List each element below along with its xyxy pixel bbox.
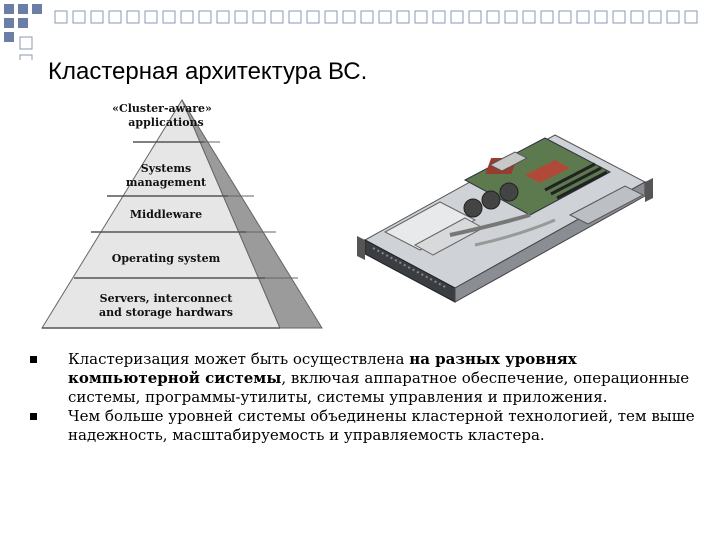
- list-item: Чем больше уровней системы объединены кл…: [28, 407, 708, 445]
- bullet-text: Чем больше уровней системы объединены кл…: [68, 407, 695, 444]
- pyramid-level-label: management: [126, 176, 207, 189]
- list-item: Кластеризация может быть осуществлена на…: [28, 350, 708, 407]
- square-bullet-icon: [30, 356, 37, 363]
- rack-server-image: [357, 134, 653, 303]
- bullet-text-bold: на разных уровнях компьютерной системы: [68, 350, 577, 387]
- pyramid-level-label: Operating system: [112, 252, 221, 265]
- cluster-levels-pyramid: «Cluster-aware» applications Systems man…: [41, 98, 323, 329]
- bullet-list: Кластеризация может быть осуществлена на…: [28, 350, 708, 445]
- bullet-text: Кластеризация может быть осуществлена: [68, 350, 410, 368]
- corner-squares-decoration: [4, 4, 698, 60]
- bullet-text: , включая аппаратное обеспечение, операц…: [68, 369, 690, 406]
- square-bullet-icon: [30, 413, 37, 420]
- pyramid-level-label: applications: [128, 116, 203, 129]
- pyramid-level-label: and storage hardwars: [99, 306, 233, 319]
- slide-title: Кластерная архитектура ВС.: [48, 58, 368, 85]
- pyramid-level-label: Systems: [141, 162, 191, 175]
- pyramid-level-label: Servers, interconnect: [100, 292, 234, 305]
- pyramid-level-label: Middleware: [130, 208, 202, 221]
- pyramid-level-label: «Cluster-aware»: [112, 102, 212, 115]
